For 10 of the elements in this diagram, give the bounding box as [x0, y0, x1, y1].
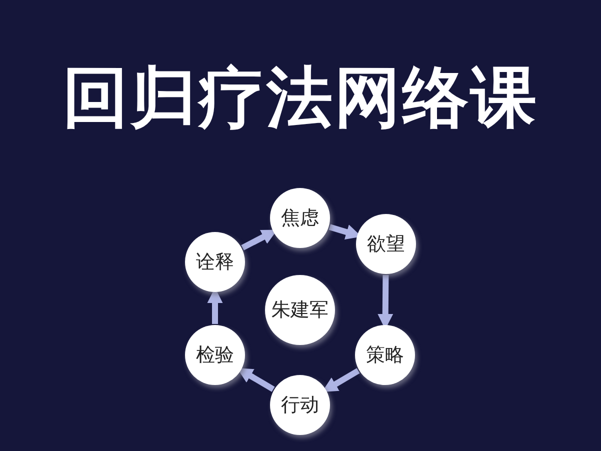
circle-node: 检验: [185, 325, 245, 385]
circle-node: 行动: [270, 375, 330, 435]
circle-node: 焦虑: [270, 188, 330, 248]
title: 回归疗法网络课: [62, 58, 540, 138]
arrow: [322, 368, 360, 392]
arrow: [237, 368, 275, 392]
circle-node: 诠释: [185, 232, 245, 292]
circle-node: 欲望: [356, 214, 416, 274]
circle-node: 策略: [355, 325, 415, 385]
circle-node: 朱建军: [265, 275, 335, 345]
